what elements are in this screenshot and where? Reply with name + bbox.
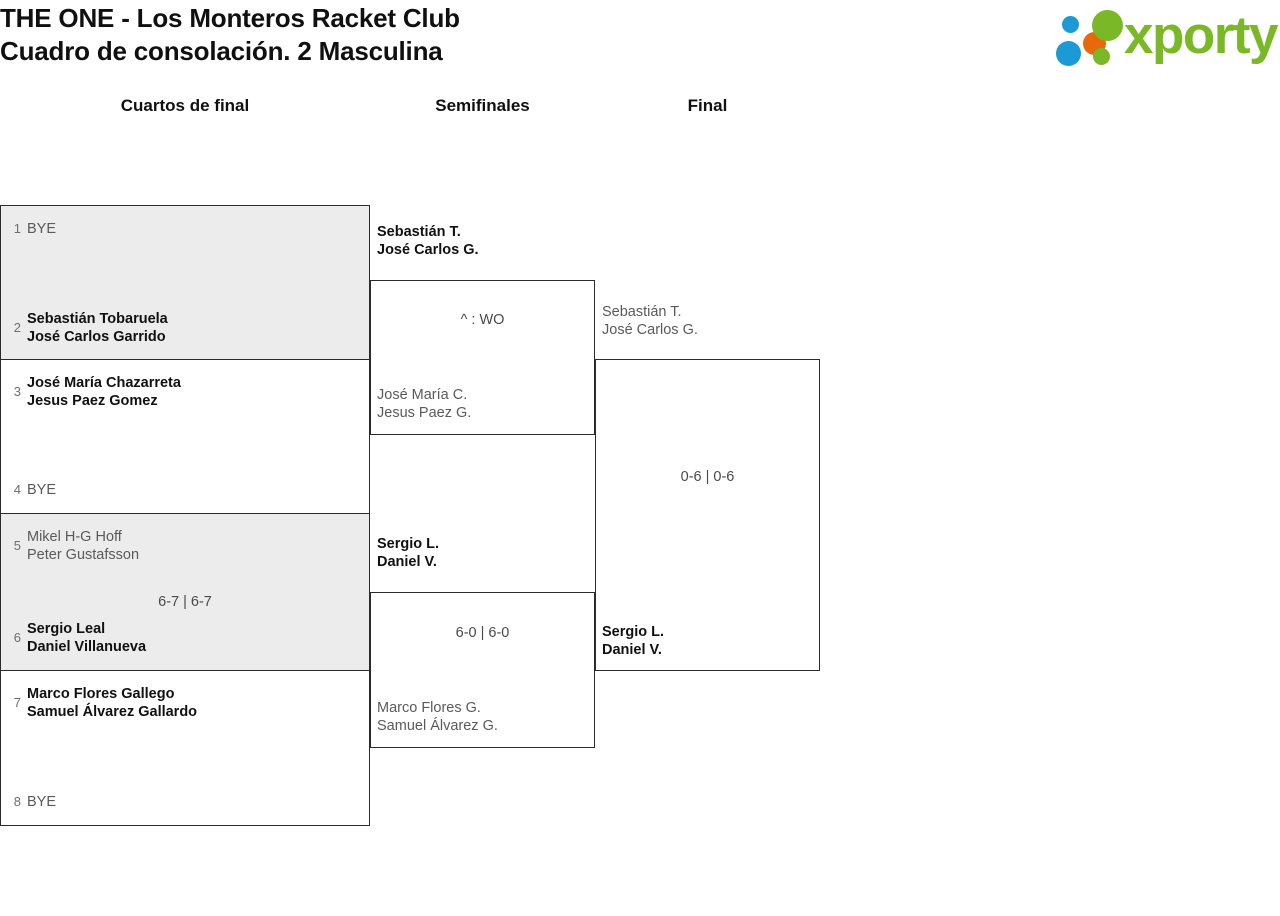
- match-score: 6-0 | 6-0: [455, 625, 510, 641]
- player-name-line-2: José Carlos Garrido: [27, 329, 166, 345]
- match-slot-bottom[interactable]: 4 BYE: [1, 481, 369, 499]
- player-name-line-1: Sergio Leal: [27, 621, 106, 637]
- seed-number: 6: [13, 630, 21, 645]
- seed-number: 2: [13, 320, 21, 335]
- match-final[interactable]: Sebastián T. José Carlos G. 0-6 | 0-6 Se…: [595, 304, 820, 671]
- player-name-line-2: Daniel V.: [602, 642, 662, 658]
- match-slot-top[interactable]: Sebastián T. José Carlos G.: [377, 223, 479, 259]
- player-name-line-1: BYE: [27, 794, 57, 810]
- seed-number: 4: [13, 482, 21, 497]
- player-names: Marco Flores Gallego Samuel Álvarez Gall…: [27, 685, 369, 721]
- match-slot-top[interactable]: 1 BYE: [1, 220, 369, 238]
- tournament-name: THE ONE - Los Monteros Racket Club: [0, 3, 460, 33]
- round-header-semifinals: Semifinales: [435, 96, 530, 115]
- player-name-line-2: Samuel Álvarez Gallardo: [27, 704, 198, 720]
- logo-dot-green-large-icon: [1092, 10, 1123, 41]
- xporty-logo[interactable]: xporty: [1050, 6, 1278, 68]
- logo-dots-icon: [1056, 8, 1128, 68]
- match-quarterfinal-4[interactable]: 7 Marco Flores Gallego Samuel Álvarez Ga…: [0, 670, 370, 826]
- logo-dot-green-small-icon: [1093, 48, 1110, 65]
- logo-wordmark: xporty: [1124, 6, 1278, 65]
- match-slot-bottom[interactable]: 2 Sebastián Tobaruela José Carlos Garrid…: [1, 310, 369, 346]
- player-name-line-1: BYE: [27, 221, 57, 237]
- player-names: BYE: [27, 481, 369, 499]
- match-slot-top[interactable]: 3 José María Chazarreta Jesus Paez Gomez: [1, 374, 369, 410]
- player-name-line-2: José Carlos G.: [377, 242, 479, 258]
- player-name-line-1: Marco Flores Gallego: [27, 686, 175, 702]
- player-name-line-2: Daniel V.: [377, 554, 437, 570]
- match-quarterfinal-3[interactable]: 5 Mikel H-G Hoff Peter Gustafsson 6 Serg…: [0, 513, 370, 671]
- match-slot-bottom[interactable]: José María C. Jesus Paez G.: [377, 386, 471, 422]
- match-score: 6-7 | 6-7: [158, 594, 212, 610]
- player-name-line-1: Mikel H-G Hoff: [27, 529, 122, 545]
- match-slot-bottom[interactable]: 6 Sergio Leal Daniel Villanueva: [1, 620, 369, 656]
- match-slot-top[interactable]: 7 Marco Flores Gallego Samuel Álvarez Ga…: [1, 685, 369, 721]
- player-name-line-2: Samuel Álvarez G.: [377, 718, 498, 734]
- page-title: THE ONE - Los Monteros Racket Club Cuadr…: [0, 2, 460, 68]
- player-names: BYE: [27, 793, 369, 811]
- player-name-line-2: Peter Gustafsson: [27, 547, 140, 563]
- player-names: Sergio Leal Daniel Villanueva: [27, 620, 369, 656]
- player-name-line-1: José María C.: [377, 387, 468, 403]
- player-names: José María Chazarreta Jesus Paez Gomez: [27, 374, 369, 410]
- seed-number: 8: [13, 794, 21, 809]
- player-name-line-2: Jesus Paez G.: [377, 405, 472, 421]
- seed-number: 3: [13, 384, 21, 399]
- bracket-subtitle: Cuadro de consolación. 2 Masculina: [0, 36, 443, 66]
- seed-number: 1: [13, 221, 21, 236]
- player-name-line-2: José Carlos G.: [602, 322, 698, 338]
- match-slot-bottom[interactable]: 8 BYE: [1, 793, 369, 811]
- player-name-line-1: BYE: [27, 482, 57, 498]
- match-score: ^ : WO: [460, 312, 505, 328]
- seed-number: 7: [13, 695, 21, 710]
- match-semifinal-2[interactable]: Sergio L. Daniel V. 6-0 | 6-0 Marco Flor…: [370, 536, 595, 748]
- match-slot-top[interactable]: Sergio L. Daniel V.: [377, 535, 439, 571]
- match-score: 0-6 | 0-6: [680, 469, 735, 485]
- page-header: THE ONE - Los Monteros Racket Club Cuadr…: [0, 0, 1280, 75]
- player-name-line-2: Jesus Paez Gomez: [27, 393, 158, 409]
- logo-dot-blue-large-icon: [1056, 41, 1081, 66]
- player-name-line-1: Sebastián Tobaruela: [27, 311, 168, 327]
- player-name-line-1: Sergio L.: [602, 624, 665, 640]
- logo-dot-blue-small-icon: [1062, 16, 1079, 33]
- match-quarterfinal-1[interactable]: 1 BYE 2 Sebastián Tobaruela José Carlos …: [0, 205, 370, 360]
- match-slot-bottom[interactable]: Sergio L. Daniel V.: [602, 623, 664, 659]
- player-name-line-1: Marco Flores G.: [377, 700, 481, 716]
- seed-number: 5: [13, 538, 21, 553]
- match-slot-bottom[interactable]: Marco Flores G. Samuel Álvarez G.: [377, 699, 498, 735]
- round-header-final: Final: [687, 96, 728, 115]
- match-slot-top[interactable]: Sebastián T. José Carlos G.: [602, 303, 698, 339]
- round-header-quarterfinals: Cuartos de final: [120, 96, 250, 115]
- player-names: Sebastián Tobaruela José Carlos Garrido: [27, 310, 369, 346]
- match-semifinal-1[interactable]: Sebastián T. José Carlos G. ^ : WO José …: [370, 224, 595, 435]
- match-quarterfinal-2[interactable]: 3 José María Chazarreta Jesus Paez Gomez…: [0, 359, 370, 514]
- player-name-line-2: Daniel Villanueva: [27, 639, 147, 655]
- player-names: BYE: [27, 220, 369, 238]
- player-name-line-1: Sergio L.: [377, 536, 440, 552]
- tournament-bracket: Cuartos de final Semifinales Final 1 BYE…: [0, 75, 1280, 826]
- player-name-line-1: Sebastián T.: [602, 304, 682, 320]
- player-names: Mikel H-G Hoff Peter Gustafsson: [27, 528, 369, 564]
- player-name-line-1: José María Chazarreta: [27, 375, 181, 391]
- match-slot-top[interactable]: 5 Mikel H-G Hoff Peter Gustafsson: [1, 528, 369, 564]
- player-name-line-1: Sebastián T.: [377, 224, 461, 240]
